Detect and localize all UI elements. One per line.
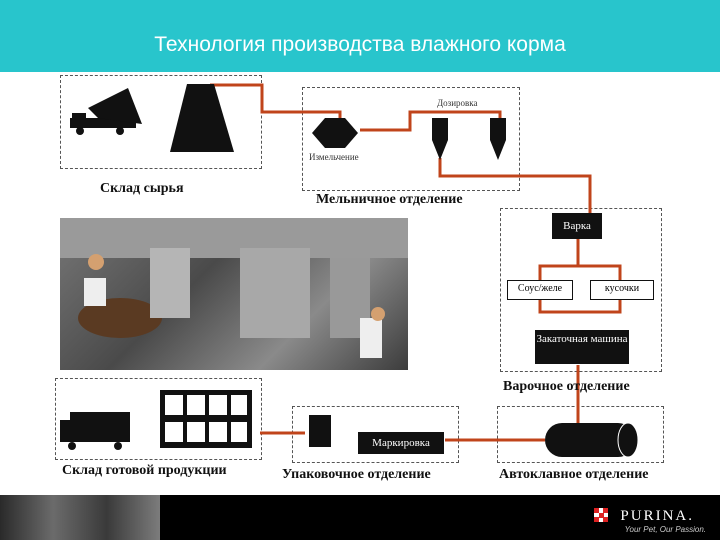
purina-checkerboard-icon (594, 508, 608, 522)
warehouse-shelves-icon (160, 390, 252, 448)
production-photo-art (60, 218, 408, 358)
zone-mill (302, 87, 520, 191)
dosing-hopper-icon (432, 118, 506, 160)
brand-logo: PURINA. (620, 508, 694, 524)
pets-photo-strip (0, 495, 160, 540)
autoclave-icon (545, 422, 639, 458)
flow-line-dosing-to-cooking (438, 158, 592, 213)
footer-bar: PURINA. Your Pet, Our Passion. (0, 495, 720, 540)
boiling-step: Варка (552, 213, 602, 239)
header-banner: Технология производства влажного корма (0, 0, 720, 72)
flow-line-grind-to-dosing (360, 110, 502, 132)
zone-label-cooking: Варочное отделение (503, 379, 630, 394)
zone-raw-store (60, 75, 262, 169)
flow-line-boil-pieces (578, 264, 622, 280)
seaming-machine-step: Закаточная машина (535, 330, 629, 364)
page-title: Технология производства влажного корма (154, 33, 566, 56)
zone-label-packing: Упаковочное отделение (282, 467, 431, 482)
zone-label-finished-store: Склад готовой продукции (62, 463, 227, 478)
brand-tagline: Your Pet, Our Passion. (624, 525, 706, 534)
zone-cooking (500, 208, 662, 372)
sauce-jelly-step: Соус/желе (507, 280, 573, 300)
zone-autoclave (497, 406, 664, 463)
dump-truck-icon (70, 88, 142, 135)
marking-step: Маркировка (358, 432, 444, 454)
zone-finished-store (55, 378, 262, 460)
silo-icon (170, 84, 234, 152)
zone-label-autoclave: Автоклавное отделение (499, 467, 649, 482)
flow-line-to-seaming (538, 298, 622, 314)
dosing-label: Дозировка (437, 98, 478, 108)
truck-icon (60, 412, 130, 450)
grinder-icon (312, 118, 358, 148)
flow-line-boil-sauce (538, 238, 580, 280)
zone-label-mill: Мельничное отделение (316, 192, 463, 207)
grinding-label: Измельчение (309, 152, 359, 162)
zone-label-raw-store: Склад сырья (100, 181, 184, 196)
packing-machine-icon (309, 415, 331, 447)
pieces-step: кусочки (590, 280, 654, 300)
production-photo (60, 218, 408, 370)
